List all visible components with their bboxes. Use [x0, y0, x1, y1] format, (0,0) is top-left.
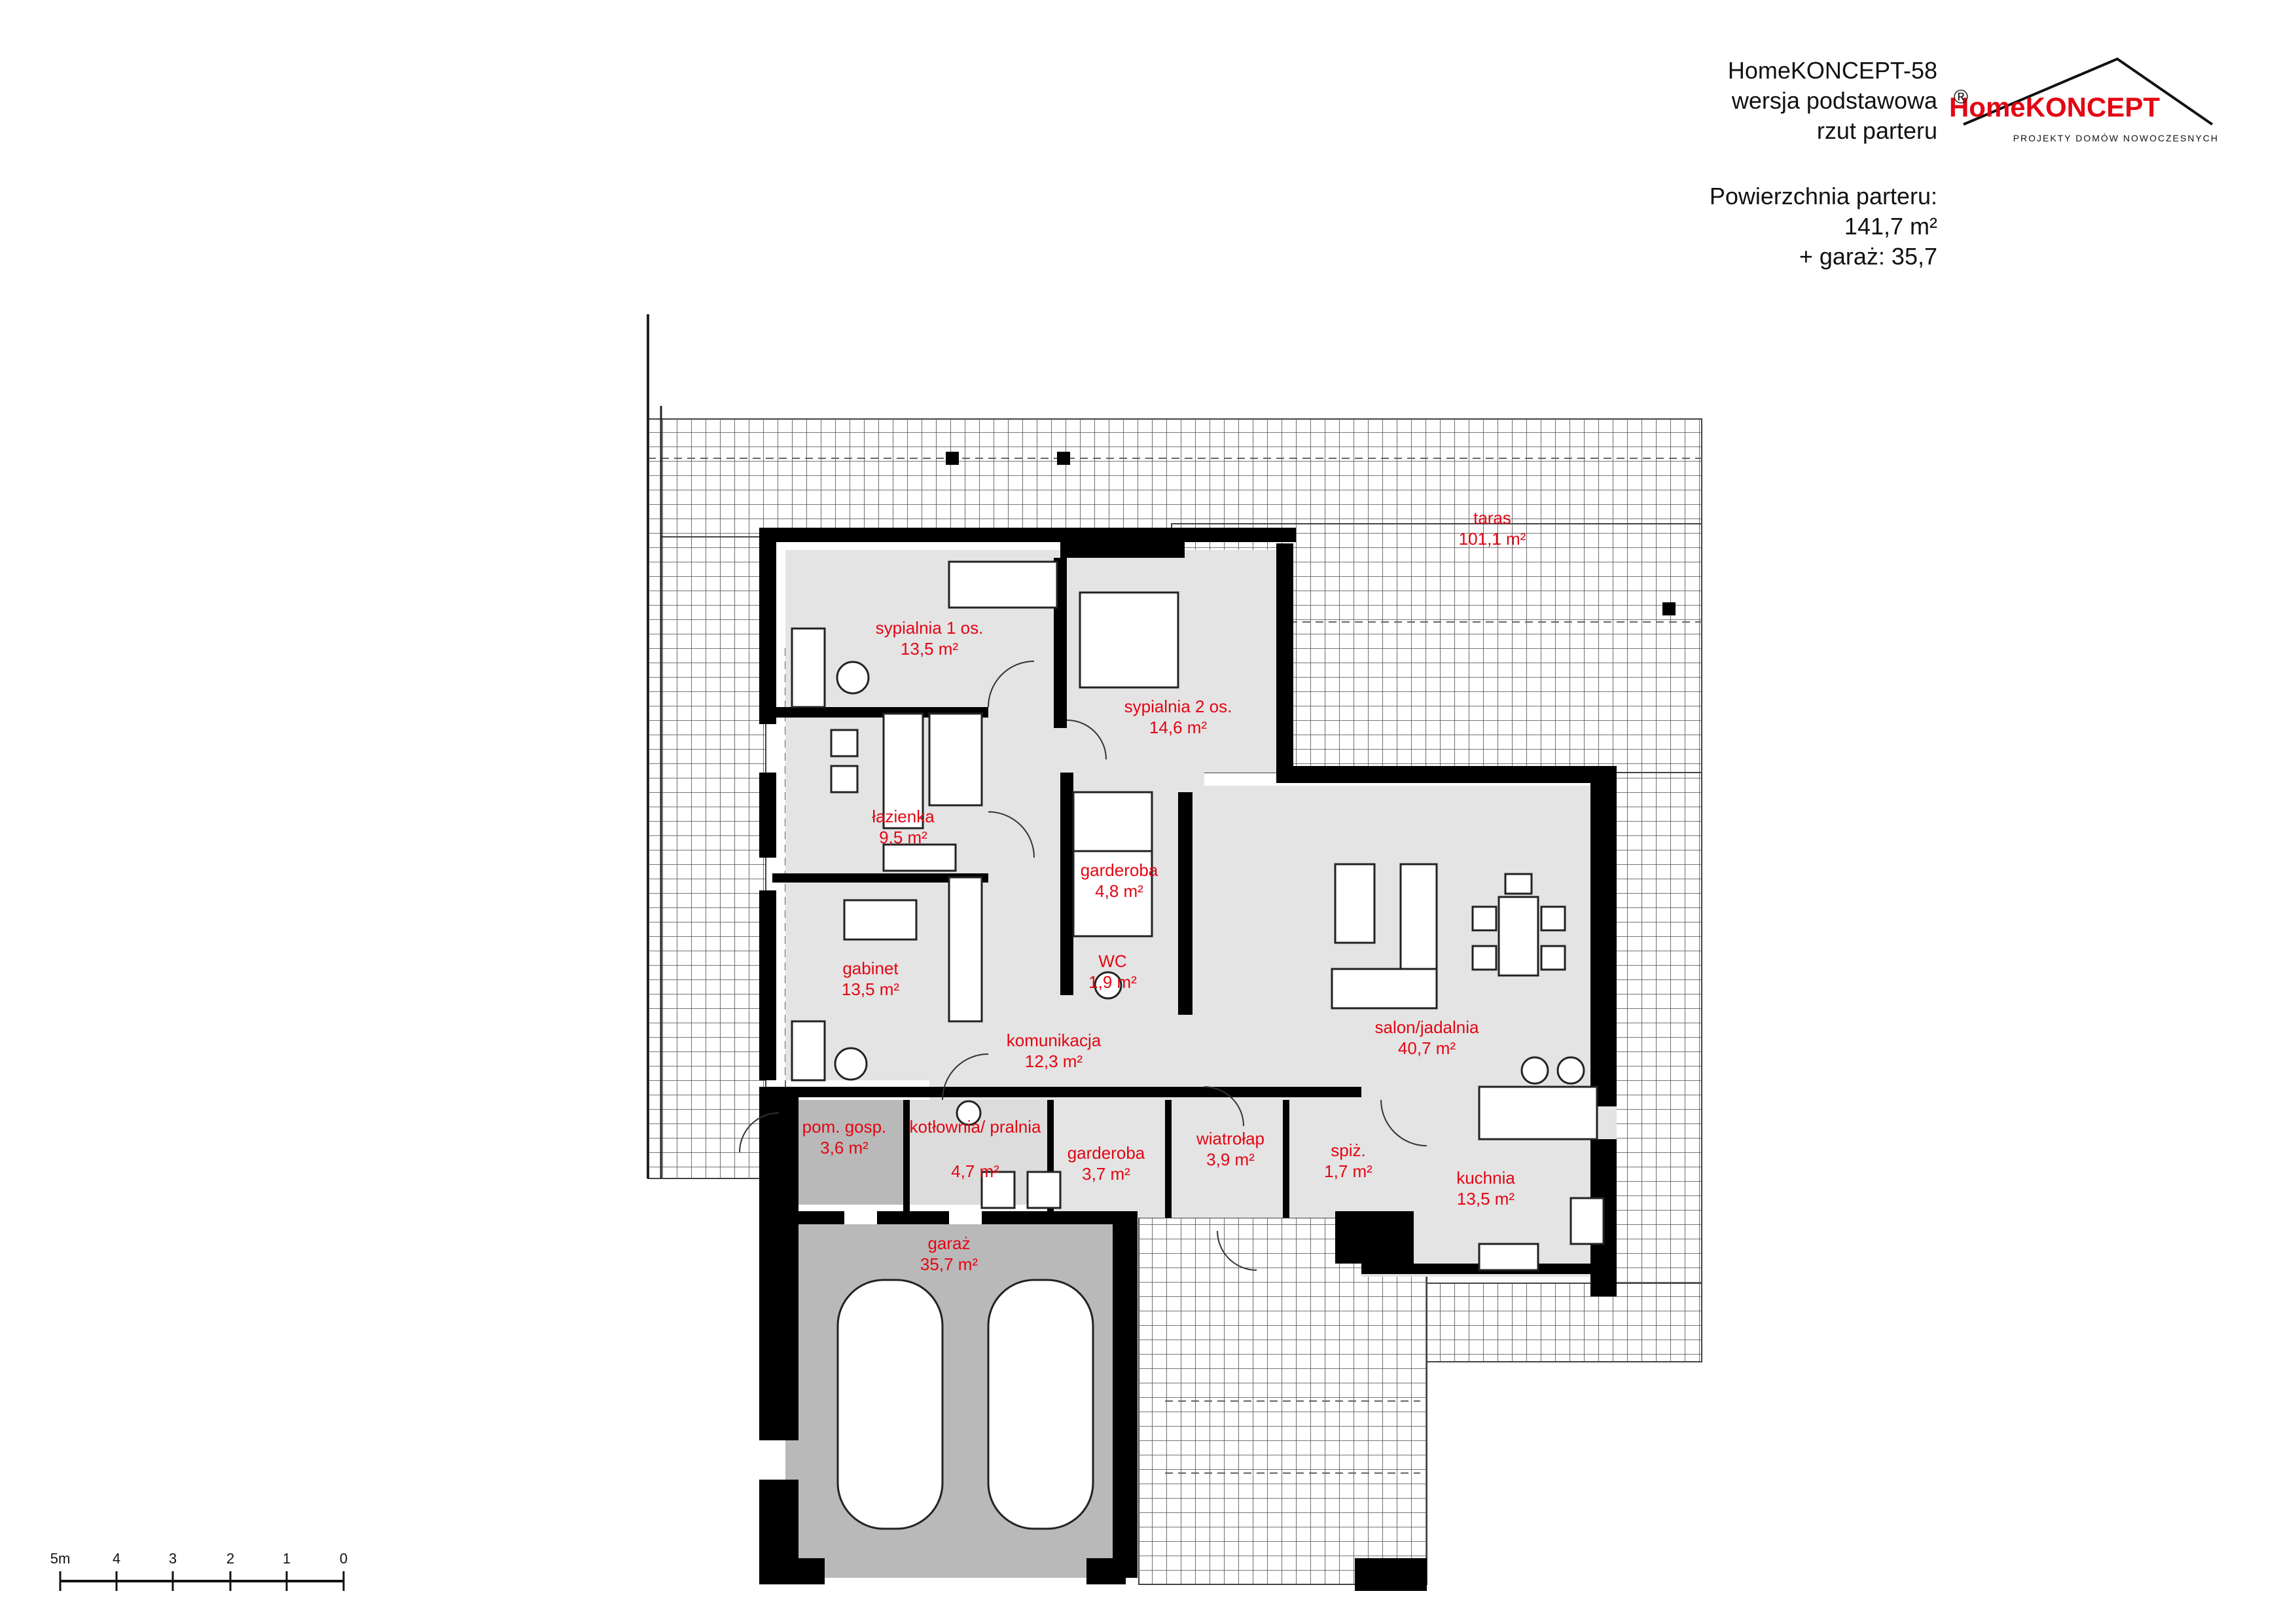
double-bed-icon: [1079, 591, 1179, 689]
single-bed-icon: [948, 560, 1058, 609]
area-label: Powierzchnia parteru:: [1710, 183, 1937, 210]
room-name: garderoba: [1081, 860, 1158, 880]
stove-icon: [1570, 1197, 1605, 1245]
room-name: WC: [1098, 951, 1126, 971]
room-area: 13,5 m²: [842, 979, 899, 999]
kitchen-island-icon: [1478, 1085, 1598, 1140]
room-name: taras: [1473, 508, 1511, 528]
room-area: 1,9 m²: [1088, 972, 1137, 992]
room-area: 9,5 m²: [879, 828, 927, 847]
room-area: 3,7 m²: [1082, 1164, 1130, 1184]
room-name: komunikacja: [1007, 1030, 1102, 1050]
logo-wordmark: HomeKONCEPT: [1949, 92, 2160, 122]
room-area: 3,6 m²: [820, 1138, 869, 1158]
company-logo: HomeKONCEPT ® PROJEKTY DOMÓW NOWOCZESNYC…: [1949, 57, 2219, 143]
sofa-icon: [843, 899, 918, 941]
room-area: 35,7 m²: [920, 1254, 978, 1274]
scale-tick-label: 0: [340, 1550, 348, 1567]
logo-tagline: PROJEKTY DOMÓW NOWOCZESNYCH: [2013, 133, 2219, 143]
room-name: garderoba: [1067, 1143, 1145, 1163]
scale-bar: 0 1 2 3 4 5m: [50, 1550, 348, 1591]
sink-icon: [882, 843, 957, 872]
room-area: 12,3 m²: [1025, 1051, 1083, 1071]
bathtub-icon: [882, 712, 924, 830]
kitchen-sink-icon: [1478, 1243, 1539, 1271]
walls: [759, 452, 1676, 1591]
room-area: 4,7 m²: [951, 1161, 999, 1181]
furniture: [791, 560, 1605, 1530]
area-value: 141,7 m²: [1844, 213, 1937, 240]
room-name: sypialnia 2 os.: [1124, 697, 1232, 716]
room-name: gabinet: [842, 958, 899, 978]
room-area: 4,8 m²: [1095, 881, 1143, 901]
project-name: HomeKONCEPT-58: [1728, 57, 1937, 84]
room-area: 14,6 m²: [1149, 718, 1207, 737]
room-area: 101,1 m²: [1459, 529, 1526, 549]
scale-tick-label: 3: [169, 1550, 177, 1567]
scale-tick-label: 2: [226, 1550, 234, 1567]
plan-variant: wersja podstawowa: [1731, 87, 1938, 114]
house-roof-icon: [1963, 57, 2214, 126]
door-swings: [739, 661, 1427, 1271]
room-area: 40,7 m²: [1398, 1038, 1456, 1058]
room-name: spiż.: [1331, 1140, 1365, 1160]
room-area: 3,9 m²: [1206, 1150, 1255, 1169]
room-name: salon/jadalnia: [1374, 1017, 1479, 1037]
room-name: kotłownia/ pralnia: [910, 1117, 1041, 1137]
room-area: 13,5 m²: [1457, 1189, 1515, 1209]
scale-tick-label: 5m: [50, 1550, 71, 1567]
room-name: wiatrołap: [1196, 1129, 1265, 1148]
car-icon: [987, 1279, 1094, 1530]
room-name: garaż: [927, 1233, 970, 1253]
room-name: łazienka: [872, 807, 935, 826]
car-icon: [836, 1279, 944, 1530]
registered-mark: ®: [1954, 86, 1968, 108]
room-name: pom. gosp.: [802, 1117, 887, 1137]
room-name: kuchnia: [1456, 1168, 1515, 1188]
title-block: HomeKONCEPT-58 wersja podstawowa rzut pa…: [1710, 57, 1938, 270]
terrace-paving: [647, 314, 1702, 1585]
room-labels: taras 101,1 m² sypialnia 1 os. 13,5 m² s…: [802, 508, 1526, 1274]
toilet-icon: [1094, 971, 1122, 1000]
room-area: 13,5 m²: [901, 639, 958, 659]
scale-tick-label: 4: [113, 1550, 120, 1567]
dining-table-icon: [1498, 896, 1539, 977]
room-area: 1,7 m²: [1324, 1161, 1372, 1181]
corner-sofa-icon: [1331, 968, 1438, 1010]
shower-icon: [928, 712, 983, 807]
room-name: sypialnia 1 os.: [876, 618, 984, 638]
chair-icon: [836, 661, 870, 695]
garage-area: + garaż: 35,7: [1799, 243, 1937, 270]
plan-view: rzut parteru: [1817, 117, 1937, 144]
scale-tick-label: 1: [283, 1550, 291, 1567]
